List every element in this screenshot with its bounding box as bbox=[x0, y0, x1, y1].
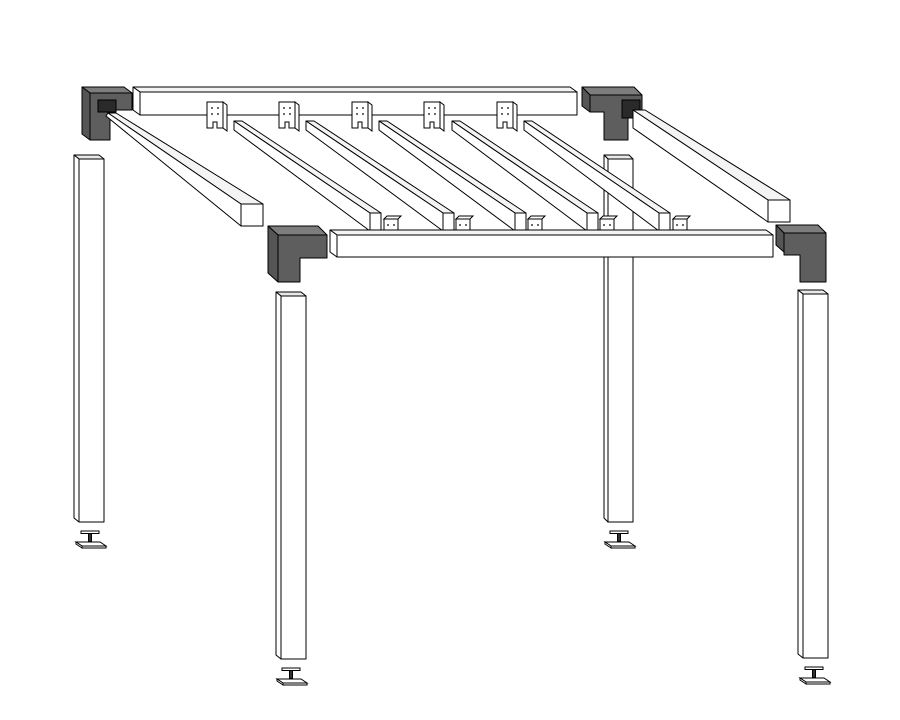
rafter-hanger-front-3 bbox=[526, 215, 547, 231]
side-beam-left bbox=[105, 112, 264, 227]
rafters bbox=[233, 120, 671, 232]
rafter-4 bbox=[451, 120, 599, 232]
rafter-hangers-back bbox=[206, 101, 518, 132]
rafter-2 bbox=[305, 120, 455, 232]
rafter-hanger-front-4 bbox=[598, 215, 619, 231]
post-front-left bbox=[275, 291, 307, 660]
post-back-right bbox=[603, 154, 634, 523]
post-base-anchor-front-left bbox=[275, 667, 309, 686]
rafter-hanger-back-2 bbox=[278, 101, 300, 132]
beam-front bbox=[329, 229, 774, 258]
rafter-hanger-front-1 bbox=[382, 215, 403, 231]
rafter-hanger-back-3 bbox=[351, 101, 373, 132]
post-base-anchor-back-right bbox=[603, 530, 637, 549]
rafter-hangers-front bbox=[382, 215, 692, 231]
rafter-hanger-back-4 bbox=[423, 101, 445, 132]
rafter-5 bbox=[523, 120, 671, 232]
corner-connector-back-left bbox=[81, 86, 133, 141]
corner-connector-front-left bbox=[267, 225, 328, 283]
side-beam-right bbox=[632, 109, 791, 223]
rafter-hanger-front-2 bbox=[454, 215, 475, 231]
corner-connector-front-right bbox=[775, 224, 827, 283]
post-front-right bbox=[797, 289, 829, 659]
rafter-hanger-front-5 bbox=[671, 215, 692, 231]
rafter-hanger-back-5 bbox=[496, 101, 518, 132]
post-base-anchor-front-right bbox=[798, 666, 832, 685]
post-base-anchor-back-left bbox=[74, 530, 108, 549]
corner-connector-back-right bbox=[581, 86, 643, 141]
post-back-left bbox=[73, 154, 105, 523]
rafter-hanger-back-1 bbox=[206, 101, 228, 132]
